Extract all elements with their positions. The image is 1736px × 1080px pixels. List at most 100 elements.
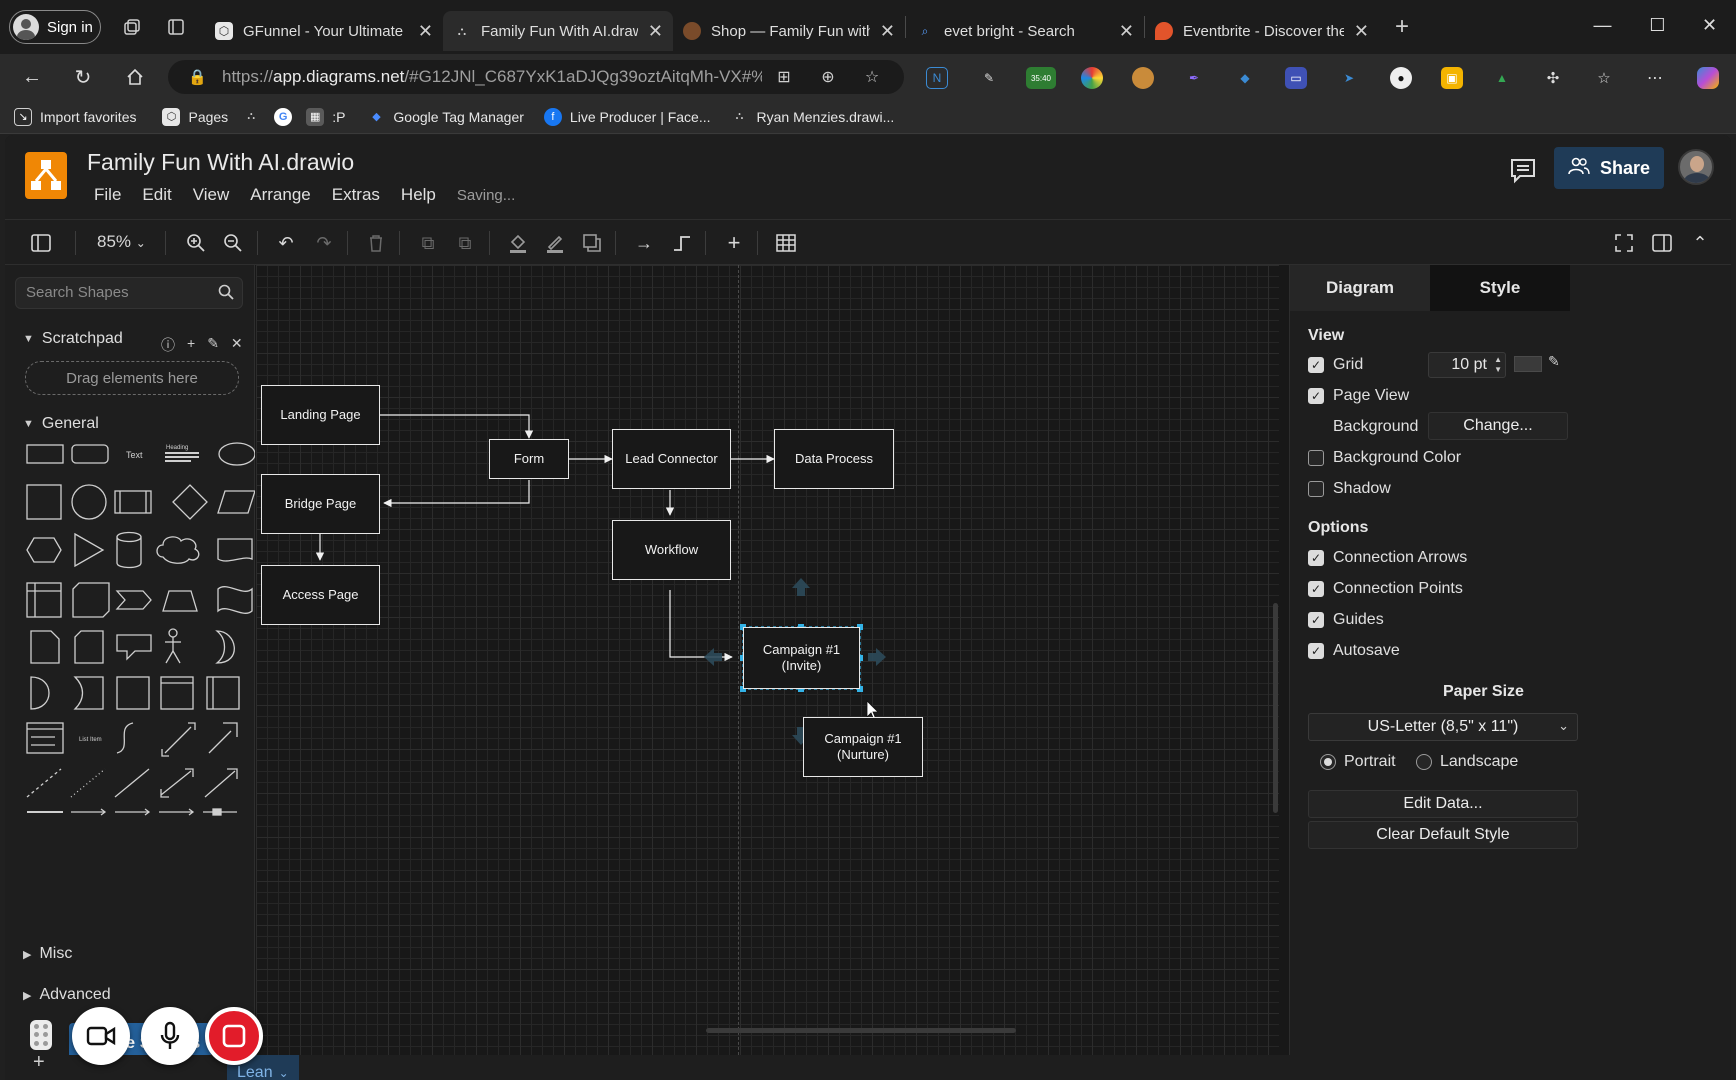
extension-send-icon[interactable]: ➤ xyxy=(1343,71,1355,85)
browser-tab-shop[interactable]: Shop — Family Fun with AI ✕ xyxy=(673,11,905,51)
format-panel-toggle-icon[interactable] xyxy=(28,230,54,256)
landscape-radio[interactable] xyxy=(1416,754,1432,770)
shape-palette[interactable]: Text Heading List Item xyxy=(5,265,255,825)
background-color-option[interactable]: Background Color xyxy=(1308,449,1461,467)
menu-extras[interactable]: Extras xyxy=(331,185,380,204)
search-icon[interactable] xyxy=(218,284,234,305)
close-icon[interactable]: ✕ xyxy=(230,335,243,351)
node-campaign-nurture[interactable]: Campaign #1 (Nurture) xyxy=(803,717,923,777)
node-bridge-page[interactable]: Bridge Page xyxy=(261,474,380,534)
browser-tab-search[interactable]: ⌕ evet bright - Search ✕ xyxy=(906,11,1144,51)
close-icon[interactable]: ✕ xyxy=(647,20,663,41)
menu-help[interactable]: Help xyxy=(400,185,436,204)
bookmark-google[interactable]: G xyxy=(274,107,293,126)
close-icon[interactable]: ✕ xyxy=(1118,20,1134,41)
node-landing-page[interactable]: Landing Page xyxy=(261,385,380,445)
extension-feather-icon[interactable]: ✒ xyxy=(1188,71,1200,85)
favorites-icon[interactable]: ☆ xyxy=(1597,70,1611,87)
bookmark-ryan-menzies[interactable]: ⛬ Ryan Menzies.drawi... xyxy=(731,108,895,126)
url-field[interactable]: 🔒 https://app.diagrams.net/#G12JNl_C687Y… xyxy=(168,60,904,94)
zoom-out-icon[interactable] xyxy=(220,230,246,256)
grid-color-swatch[interactable] xyxy=(1514,356,1542,372)
tab-style[interactable]: Style xyxy=(1430,265,1570,311)
search-shapes-input[interactable] xyxy=(26,284,206,301)
add-page-icon[interactable]: + xyxy=(33,1051,45,1073)
close-icon[interactable]: ✕ xyxy=(879,20,895,41)
extensions-puzzle-icon[interactable]: ✣ xyxy=(1546,70,1560,87)
line-color-icon[interactable] xyxy=(542,230,568,256)
bookmark-drawio[interactable]: ⛬ xyxy=(242,108,260,126)
advanced-header[interactable]: ▶ Advanced xyxy=(23,986,111,1004)
microphone-toggle-button[interactable] xyxy=(141,1007,199,1065)
connection-arrow-icon[interactable]: → xyxy=(635,232,653,253)
extension-yellow-icon[interactable]: ▣ xyxy=(1441,67,1463,89)
bookmark-import-favorites[interactable]: ↘ Import favorites xyxy=(14,107,136,126)
browser-tab-drawio[interactable]: ⛬ Family Fun With AI.drawio - d ✕ xyxy=(443,11,673,51)
window-close-icon[interactable]: ✕ xyxy=(1701,14,1718,35)
edit-color-icon[interactable]: ✎ xyxy=(1548,353,1560,369)
new-tab-icon[interactable]: + xyxy=(1394,13,1409,40)
portrait-option[interactable]: Portrait xyxy=(1320,753,1396,771)
connection-arrows-option[interactable]: ✓ Connection Arrows xyxy=(1308,549,1467,567)
edit-data-button[interactable]: Edit Data... xyxy=(1308,790,1578,818)
fullscreen-icon[interactable] xyxy=(1611,230,1637,256)
menu-file[interactable]: File xyxy=(94,185,122,204)
refresh-icon[interactable]: ↻ xyxy=(74,66,92,89)
grid-checkbox[interactable]: ✓ xyxy=(1308,357,1324,373)
autosave-checkbox[interactable]: ✓ xyxy=(1308,643,1324,659)
shadow-icon[interactable] xyxy=(579,230,605,256)
browser-tab-gfunnel[interactable]: ⬡ GFunnel - Your Ultimate Busi ✕ xyxy=(205,11,443,51)
extension-screen-icon[interactable]: ▭ xyxy=(1285,67,1307,89)
collapse-chevron-up-icon[interactable]: ⌃ xyxy=(1692,232,1708,253)
menu-view[interactable]: View xyxy=(192,185,230,204)
app-available-icon[interactable]: ⊞ xyxy=(777,69,791,86)
home-icon[interactable] xyxy=(120,62,150,92)
camera-toggle-button[interactable] xyxy=(72,1007,130,1065)
grid-option[interactable]: ✓ Grid xyxy=(1308,356,1363,374)
bookmark-p[interactable]: ▦ :P xyxy=(306,107,345,126)
guides-option[interactable]: ✓ Guides xyxy=(1308,611,1384,629)
extension-timer-icon[interactable]: 35:40 xyxy=(1026,67,1056,89)
stop-recording-button[interactable] xyxy=(205,1007,263,1065)
connection-points-option[interactable]: ✓ Connection Points xyxy=(1308,580,1463,598)
redo-icon[interactable]: ↷ xyxy=(316,232,332,253)
lock-icon[interactable]: 🔒 xyxy=(188,69,207,86)
page-view-checkbox[interactable]: ✓ xyxy=(1308,388,1324,404)
scratchpad-drop-zone[interactable]: Drag elements here xyxy=(25,361,239,395)
scratchpad-header[interactable]: ▼ Scratchpad xyxy=(23,330,123,348)
share-button[interactable]: Share xyxy=(1554,147,1664,189)
close-icon[interactable]: ✕ xyxy=(417,20,433,41)
bookmark-live-producer[interactable]: f Live Producer | Face... xyxy=(543,107,711,126)
recorder-drag-handle[interactable] xyxy=(30,1020,52,1050)
node-data-process[interactable]: Data Process xyxy=(774,429,894,489)
minimize-icon[interactable]: — xyxy=(1593,14,1612,35)
menu-edit[interactable]: Edit xyxy=(142,185,172,204)
extension-pin-icon[interactable]: ✎ xyxy=(983,71,995,85)
favorite-star-icon[interactable]: ☆ xyxy=(864,69,880,86)
add-icon[interactable]: + xyxy=(187,335,196,351)
zoom-icon[interactable]: ⊕ xyxy=(821,69,835,86)
paper-size-select[interactable]: US-Letter (8,5" x 11")⌄ xyxy=(1308,713,1578,741)
extension-green-icon[interactable]: ▲ xyxy=(1496,71,1508,85)
extension-cookie-icon[interactable] xyxy=(1132,67,1154,89)
edit-icon[interactable]: ✎ xyxy=(207,335,219,351)
tab-diagram[interactable]: Diagram xyxy=(1290,265,1430,311)
horizontal-scrollbar[interactable] xyxy=(706,1028,1016,1033)
user-avatar[interactable] xyxy=(1678,149,1714,185)
portrait-radio[interactable] xyxy=(1320,754,1336,770)
extension-n-icon[interactable]: N xyxy=(926,67,948,89)
node-workflow[interactable]: Workflow xyxy=(612,520,731,580)
page-view-option[interactable]: ✓ Page View xyxy=(1308,387,1409,405)
help-icon[interactable]: ⓘ xyxy=(161,337,175,353)
bookmark-pages[interactable]: ⬡ Pages xyxy=(162,107,228,126)
back-icon[interactable]: ← xyxy=(22,65,42,88)
vertical-scrollbar[interactable] xyxy=(1273,603,1278,813)
misc-header[interactable]: ▶ Misc xyxy=(23,945,72,963)
to-front-icon[interactable]: ⧉ xyxy=(421,232,435,253)
extension-tag-icon[interactable]: ◆ xyxy=(1240,71,1250,85)
comments-icon[interactable] xyxy=(1508,155,1540,187)
background-color-checkbox[interactable] xyxy=(1308,450,1324,466)
table-icon[interactable] xyxy=(773,230,799,256)
connection-points-checkbox[interactable]: ✓ xyxy=(1308,581,1324,597)
autosave-option[interactable]: ✓ Autosave xyxy=(1308,642,1400,660)
